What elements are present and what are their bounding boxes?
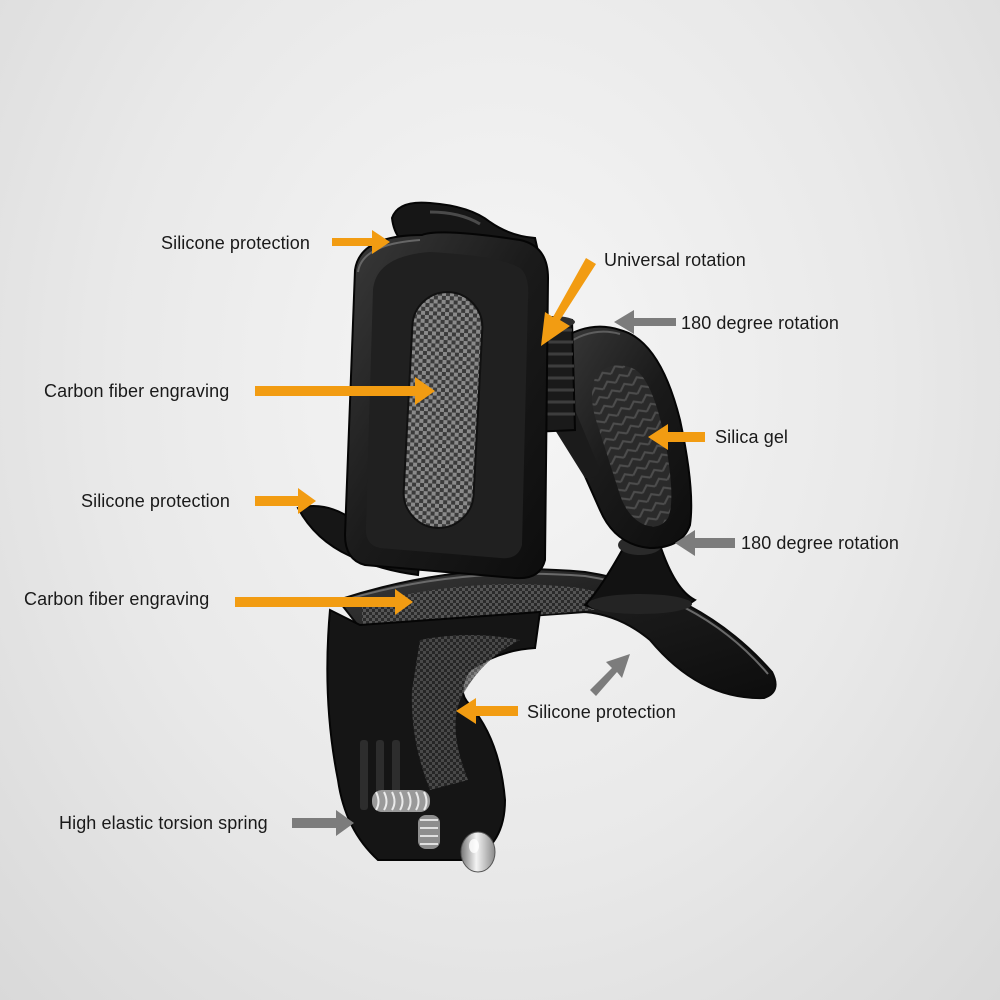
label-silicone-protection-clip: Silicone protection — [527, 702, 676, 722]
label-silicone-protection-top: Silicone protection — [161, 233, 310, 253]
label-silicone-protection-middle: Silicone protection — [81, 491, 230, 511]
support-arm — [548, 325, 693, 550]
torsion-spring-coil — [372, 790, 440, 849]
label-carbon-fiber-engraving-clamp: Carbon fiber engraving — [44, 381, 230, 401]
carbon-fiber-pill — [402, 291, 484, 529]
label-180-degree-rotation-bottom: 180 degree rotation — [741, 533, 900, 553]
label-180-degree-rotation-top: 180 degree rotation — [681, 313, 840, 333]
label-silica-gel: Silica gel — [715, 427, 789, 447]
ball-stand — [583, 535, 697, 614]
label-carbon-fiber-engraving-base: Carbon fiber engraving — [24, 589, 210, 609]
label-high-elastic-torsion-spring: High elastic torsion spring — [59, 813, 268, 833]
label-universal-rotation: Universal rotation — [604, 250, 746, 270]
callout-arrows — [235, 230, 735, 836]
phone-cradle — [296, 201, 550, 580]
